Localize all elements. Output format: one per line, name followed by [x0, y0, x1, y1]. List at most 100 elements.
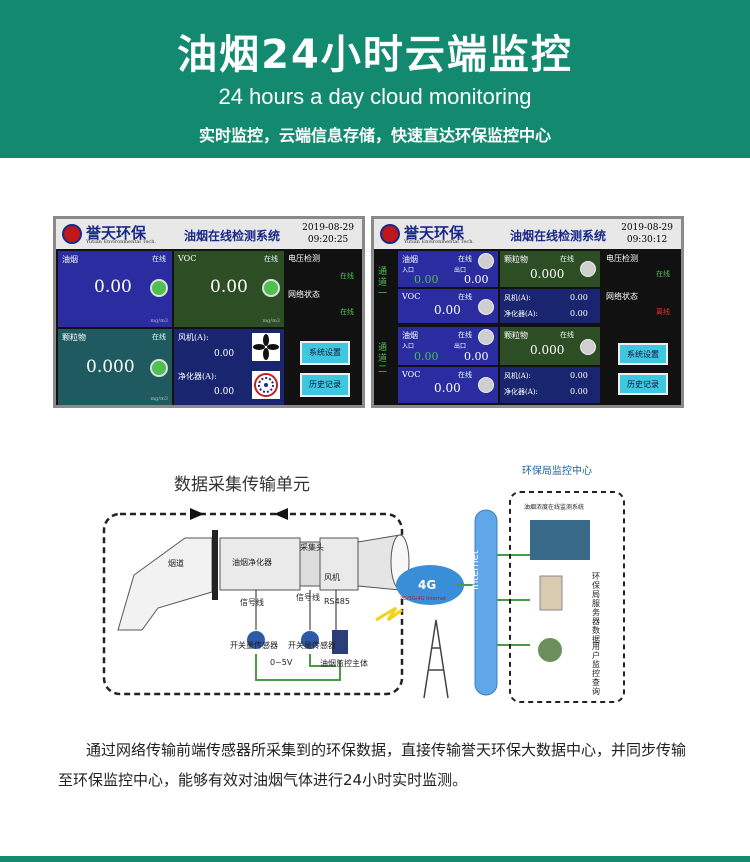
- screen-left-topbar: 誉天环保 Yutian Environmental Tech. 油烟在线检测系统…: [56, 219, 362, 249]
- brand-logo-icon: [380, 224, 400, 244]
- history-button[interactable]: 历史记录: [300, 373, 350, 397]
- date-text: 2019-08-29: [621, 223, 673, 233]
- status-sidebar: 电压检测 在线 网络状态 离线: [606, 253, 680, 353]
- net-status: 离线: [656, 308, 670, 316]
- screen-right: 誉天环保 Yutian Environmental Tech. 油烟在线检测系统…: [371, 216, 684, 408]
- duct-flange: [212, 530, 218, 600]
- fan-label: 风机: [324, 573, 340, 582]
- epc-title: 环保局监控中心: [522, 466, 592, 477]
- ch1-voc-panel: VOC 在线 0.00: [398, 289, 498, 323]
- voc-label: VOC: [178, 254, 197, 263]
- in-value: 0.00: [414, 273, 439, 286]
- user-label: 用户监控查询: [592, 642, 600, 696]
- epc-frame: [509, 491, 625, 703]
- fan-label: 风机(A):: [504, 294, 531, 302]
- brand-name: 誉天环保: [404, 224, 465, 242]
- voc-value: 0.00: [210, 277, 248, 297]
- power-label: 电压检测: [606, 254, 638, 263]
- screen-left: 誉天环保 Yutian Environmental Tech. 油烟在线检测系统…: [53, 216, 365, 408]
- pm-status-icon: [150, 359, 168, 377]
- description-paragraph: 通过网络传输前端传感器所采集到的环保数据，直接传输誉天环保大数据中心，并同步传输…: [58, 741, 687, 789]
- signal1-label: 信号线: [240, 598, 264, 607]
- oil-status: 在线: [458, 331, 472, 339]
- time-text: 09:30:12: [626, 235, 668, 245]
- history-button[interactable]: 历史记录: [618, 373, 668, 395]
- voc-status: 在线: [458, 371, 472, 379]
- purifier-value: 0.00: [570, 309, 588, 318]
- screen-right-topbar: 誉天环保 Yutian Environmental Tech. 油烟在线检测系统…: [374, 219, 681, 249]
- cloud-icon: [396, 565, 464, 605]
- purifier-value: 0.00: [570, 387, 588, 396]
- in-label: 入口: [402, 343, 415, 350]
- system-title: 油烟在线检测系统: [510, 229, 607, 243]
- oil-label: 油烟: [62, 255, 78, 264]
- signal2-label: 信号线: [296, 593, 320, 602]
- voc-status-icon: [478, 377, 494, 393]
- brand-logo-icon: [62, 224, 82, 244]
- sensor-icon: [301, 631, 319, 649]
- out-label: 出口: [454, 267, 467, 274]
- out-value: 0.00: [464, 350, 489, 363]
- collector-label: 采集头: [300, 543, 324, 552]
- pm-unit: mg/m3: [150, 396, 168, 402]
- pm-value: 0.000: [530, 267, 565, 281]
- pm-status-icon: [580, 339, 596, 355]
- net-label: 网络状态: [288, 290, 320, 299]
- purifier-label: 净化器(A):: [504, 388, 538, 396]
- in-value: 0.00: [414, 350, 439, 363]
- flow-arrow-icon: [190, 508, 204, 520]
- purifier-label: 油烟净化器: [232, 558, 272, 567]
- oil-status: 在线: [458, 255, 472, 263]
- rs485-label: RS485: [324, 597, 350, 606]
- fan-icon: [252, 333, 280, 361]
- oil-status-icon: [478, 329, 494, 345]
- settings-button[interactable]: 系统设置: [618, 343, 668, 365]
- brand-subtitle: Yutian Environmental Tech.: [404, 239, 475, 245]
- sensor2-label: 开关量传感器: [288, 641, 336, 650]
- purifier-label: 净化器(A):: [504, 310, 538, 318]
- pm-value: 0.000: [86, 357, 135, 377]
- purifier-unit: [219, 537, 301, 591]
- voc-status-icon: [262, 279, 280, 297]
- voc-value: 0.00: [434, 303, 461, 317]
- internet-label: Internet: [470, 550, 481, 590]
- pm-panel: 颗粒物 在线 0.000 mg/m3: [58, 329, 172, 405]
- system-diagram: [102, 491, 625, 703]
- oil-status: 在线: [152, 255, 166, 263]
- host-box-icon: [332, 630, 348, 654]
- brand-name: 誉天环保: [86, 224, 147, 242]
- footer-line: [0, 856, 750, 862]
- sensor-icon: [247, 631, 265, 649]
- collection-frame: [102, 512, 404, 696]
- oil-status-icon: [150, 279, 168, 297]
- user-icon: [538, 638, 562, 662]
- voc-status: 在线: [264, 255, 278, 263]
- net-sub-label: 2G/3G/4G Internet: [400, 596, 446, 602]
- net-4g-label: 4G: [418, 578, 437, 592]
- power-status: 在线: [340, 272, 354, 280]
- net-status: 在线: [340, 308, 354, 316]
- datetime: 2019-08-29 09:20:25: [302, 222, 354, 246]
- diagram-title: 数据采集传输单元: [174, 475, 310, 495]
- voc-status: 在线: [458, 293, 472, 301]
- sensor1-label: 开关量传感器: [230, 641, 278, 650]
- page-tagline: 实时监控，云端信息存储，快速直达环保监控中心: [198, 126, 551, 145]
- voc-label: VOC: [402, 370, 421, 379]
- fan-value: 0.00: [570, 293, 588, 302]
- purifier-label: 净化器(A):: [178, 372, 217, 381]
- ch2-voc-panel: VOC 在线 0.00: [398, 367, 498, 403]
- flue-label: 烟道: [168, 559, 184, 568]
- date-text: 2019-08-29: [302, 223, 354, 233]
- fan-label: 风机(A):: [178, 333, 209, 342]
- internet-pipe: [474, 509, 498, 696]
- tower-icon: [423, 619, 449, 699]
- server-label: 环保局服务器数据: [592, 572, 600, 644]
- oil-unit: mg/m3: [150, 318, 168, 324]
- oil-label: 油烟: [402, 255, 418, 264]
- settings-button[interactable]: 系统设置: [300, 341, 350, 365]
- purifier-icon: [252, 371, 280, 399]
- collector-unit: [319, 537, 359, 591]
- pm-label: 颗粒物: [504, 255, 528, 264]
- system-title: 油烟在线检测系统: [184, 229, 281, 243]
- voc-label: VOC: [402, 292, 421, 301]
